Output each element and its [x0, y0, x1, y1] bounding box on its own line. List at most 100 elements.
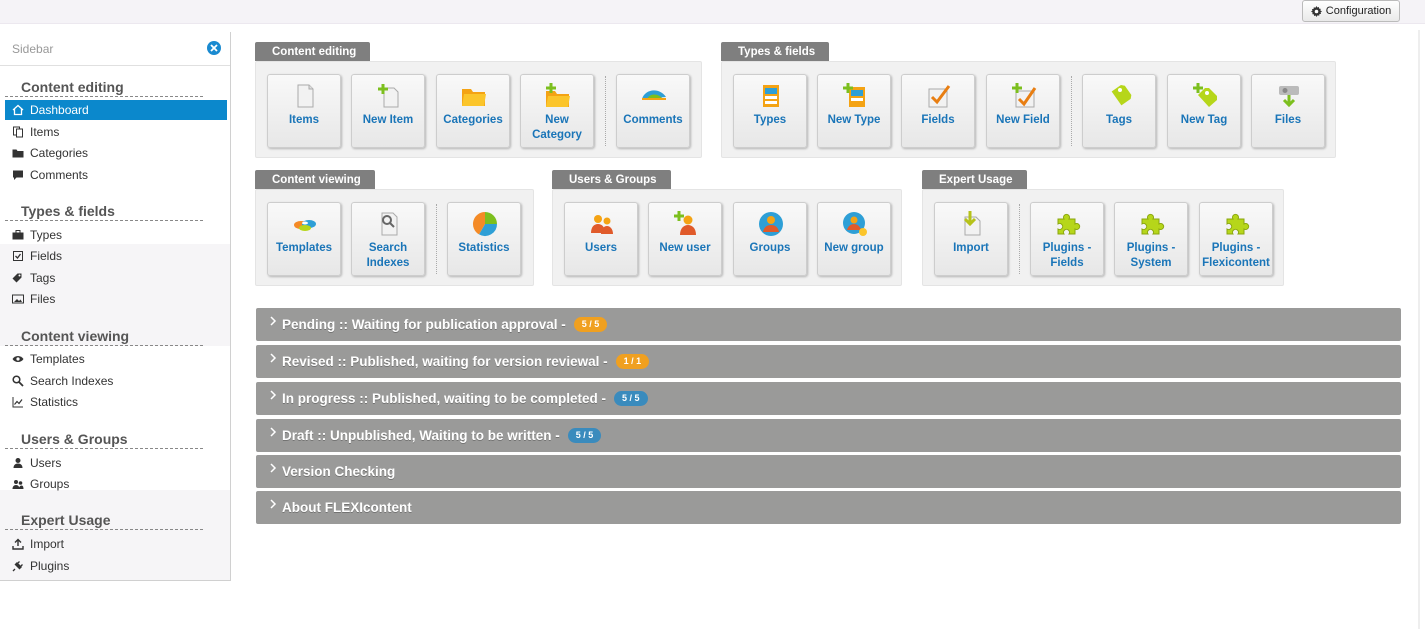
plugins-flexicontent-tile[interactable]: Plugins - Flexicontent	[1199, 202, 1273, 276]
chevron-right-icon	[270, 315, 277, 326]
accordion-in-progress[interactable]: In progress :: Published, waiting to be …	[256, 382, 1401, 415]
sidebar-item-label: Items	[30, 125, 60, 139]
divider	[5, 96, 203, 97]
sidebar-item-users[interactable]: Users	[5, 453, 227, 473]
copy-icon	[13, 126, 23, 138]
accordion-about[interactable]: About FLEXIcontent	[256, 491, 1401, 524]
new-category-tile[interactable]: New Category	[520, 74, 594, 148]
count-badge: 5 / 5	[567, 428, 602, 443]
configuration-label: Configuration	[1325, 5, 1392, 17]
users-icon	[12, 480, 24, 489]
items-tile[interactable]: Items	[267, 74, 341, 148]
panel-content-viewing: Content viewing Templates Search Indexes…	[255, 170, 534, 288]
sidebar-item-label: Plugins	[30, 559, 70, 573]
new-user-tile[interactable]: New user	[648, 202, 722, 276]
sidebar-item-templates[interactable]: Templates	[5, 349, 227, 369]
sidebar-item-fields[interactable]: Fields	[5, 246, 227, 266]
new-field-tile[interactable]: New Field	[986, 74, 1060, 148]
tile-label: New user	[659, 242, 711, 254]
tile-label: New Item	[362, 114, 414, 126]
sidebar-item-plugins[interactable]: Plugins	[5, 556, 227, 576]
groups-icon	[759, 212, 783, 236]
comments-tile[interactable]: Comments	[616, 74, 690, 148]
sidebar-item-label: Categories	[30, 146, 89, 160]
chevron-right-icon	[270, 462, 277, 473]
sidebar-item-comments[interactable]: Comments	[5, 165, 227, 185]
fields-tile[interactable]: Fields	[901, 74, 975, 148]
search-indexes-tile[interactable]: Search Indexes	[351, 202, 425, 276]
configuration-button[interactable]: Configuration	[1302, 0, 1400, 22]
sidebar-group-title: Expert Usage	[21, 512, 111, 528]
sidebar-item-files[interactable]: Files	[5, 289, 227, 309]
image-icon	[12, 294, 24, 304]
new-group-tile[interactable]: New group	[817, 202, 891, 276]
sidebar-group-title: Content editing	[21, 79, 124, 95]
sidebar-item-label: Dashboard	[30, 103, 89, 117]
items-icon	[297, 84, 314, 108]
tile-label: Users	[585, 242, 617, 254]
plugins-system-tile[interactable]: Plugins - System	[1114, 202, 1188, 276]
panel-body: Items New Item Categories New Category C…	[255, 61, 702, 158]
plugins-fields-tile[interactable]: Plugins - Fields	[1030, 202, 1104, 276]
separator	[1019, 204, 1020, 274]
separator	[436, 204, 437, 274]
tile-label: Plugins - System	[1126, 242, 1176, 269]
sidebar-item-statistics[interactable]: Statistics	[5, 392, 227, 412]
new-group-icon	[843, 212, 867, 236]
accordion-draft[interactable]: Draft :: Unpublished, Waiting to be writ…	[256, 419, 1401, 452]
sidebar-item-label: Templates	[30, 352, 85, 366]
tags-tile[interactable]: Tags	[1082, 74, 1156, 148]
tile-label: Plugins - Flexicontent	[1202, 242, 1270, 269]
accordion-pending[interactable]: Pending :: Waiting for publication appro…	[256, 308, 1401, 341]
panel-body: Templates Search Indexes Statistics	[255, 189, 534, 286]
new-type-tile[interactable]: New Type	[817, 74, 891, 148]
categories-tile[interactable]: Categories	[436, 74, 510, 148]
import-tile[interactable]: Import	[934, 202, 1008, 276]
panel-title: Types & fields	[721, 42, 830, 61]
sidebar-item-types[interactable]: Types	[5, 225, 227, 245]
new-field-icon	[1012, 83, 1037, 108]
groups-tile[interactable]: Groups	[733, 202, 807, 276]
tile-label: Categories	[443, 114, 503, 126]
new-tag-icon	[1193, 83, 1217, 107]
right-edge	[1418, 30, 1420, 629]
panel-title: Content viewing	[255, 170, 375, 189]
tile-label: Groups	[749, 242, 791, 254]
files-tile[interactable]: Files	[1251, 74, 1325, 148]
accordion-revised[interactable]: Revised :: Published, waiting for versio…	[256, 345, 1401, 378]
sidebar-item-categories[interactable]: Categories	[5, 143, 227, 163]
tile-label: Import	[953, 242, 989, 254]
sidebar-item-label: Statistics	[30, 395, 79, 409]
divider	[5, 345, 203, 346]
sidebar-item-groups[interactable]: Groups	[5, 474, 227, 494]
new-type-icon	[843, 83, 865, 107]
search-icon	[12, 375, 24, 387]
sidebar-item-label: Files	[30, 292, 56, 306]
sidebar-item-search-indexes[interactable]: Search Indexes	[5, 371, 227, 391]
sidebar-item-tags[interactable]: Tags	[5, 268, 227, 288]
new-tag-tile[interactable]: New Tag	[1167, 74, 1241, 148]
new-item-tile[interactable]: New Item	[351, 74, 425, 148]
sidebar-title: Sidebar	[12, 41, 54, 56]
sidebar-item-dashboard[interactable]: Dashboard	[5, 100, 227, 120]
close-icon[interactable]	[207, 41, 221, 55]
sidebar-item-import[interactable]: Import	[5, 534, 227, 554]
import-icon	[963, 211, 981, 236]
files-icon	[1279, 86, 1299, 108]
statistics-tile[interactable]: Statistics	[447, 202, 521, 276]
sidebar-item-label: Types	[30, 228, 63, 242]
types-tile[interactable]: Types	[733, 74, 807, 148]
briefcase-icon	[12, 230, 24, 240]
accordion-version-checking[interactable]: Version Checking	[256, 455, 1401, 488]
users-tile[interactable]: Users	[564, 202, 638, 276]
checkbox-icon	[13, 251, 23, 261]
tile-label: New Type	[827, 114, 881, 126]
upload-icon	[12, 538, 24, 550]
divider	[5, 448, 203, 449]
search-indexes-icon	[381, 212, 398, 236]
accordion-label: Draft :: Unpublished, Waiting to be writ…	[282, 428, 560, 443]
templates-tile[interactable]: Templates	[267, 202, 341, 276]
accordion-label: In progress :: Published, waiting to be …	[282, 391, 607, 406]
sidebar-item-items[interactable]: Items	[5, 122, 227, 142]
panel-content-editing: Content editing Items New Item Categorie…	[255, 42, 702, 160]
